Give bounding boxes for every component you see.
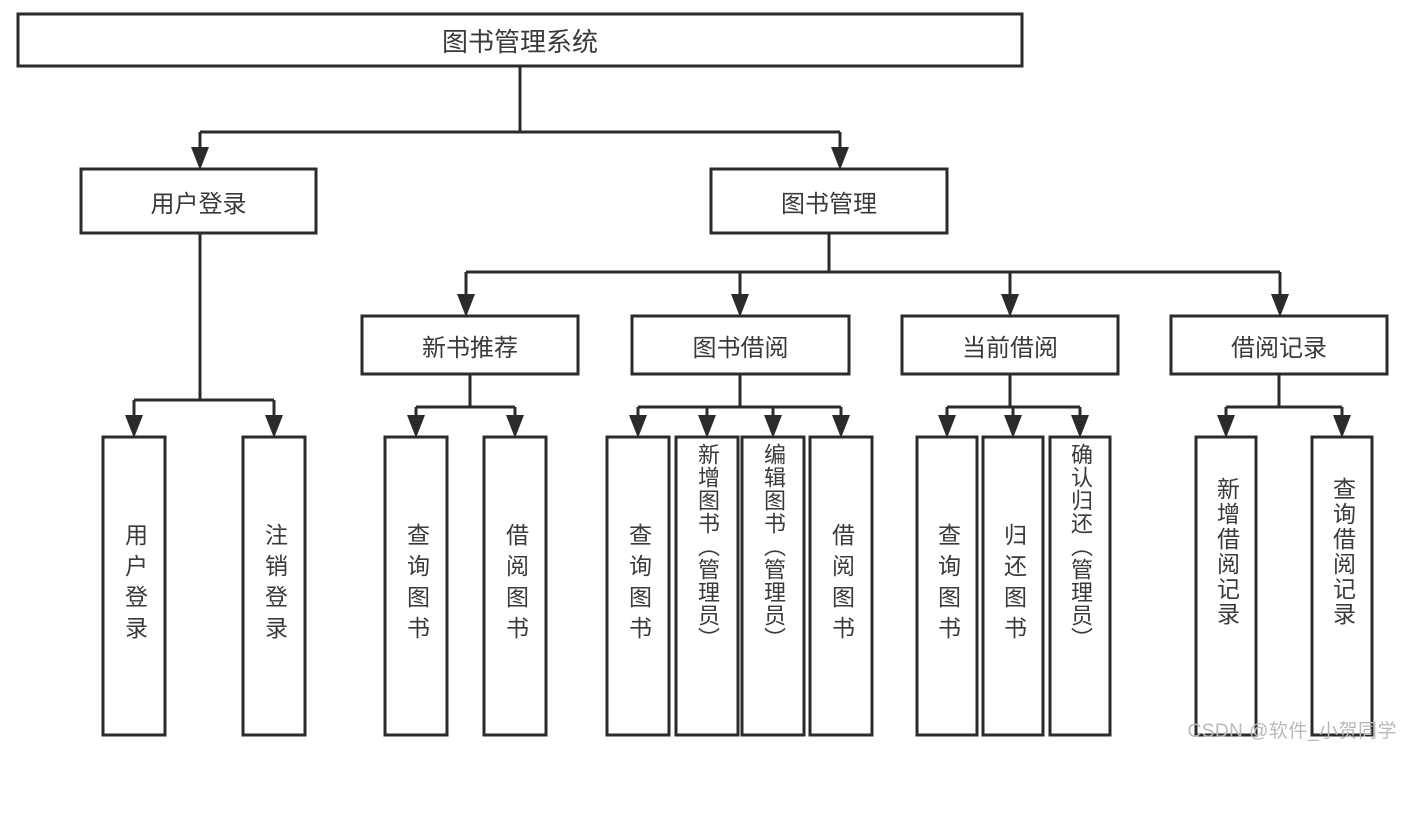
connector-arrow-icon [938, 415, 956, 438]
connector-line [414, 374, 515, 431]
connector-line [464, 233, 1280, 310]
connector-arrow-icon [1004, 415, 1022, 438]
leaf-node-box-查询图书[interactable] [915, 435, 979, 737]
connector-arrow-icon [457, 294, 475, 317]
leaf-node-box-确认归还管理员[interactable] [1048, 435, 1112, 737]
connector-arrow-icon [191, 147, 209, 170]
connector-arrow-icon [764, 415, 782, 438]
leaf-node-box-借阅图书[interactable] [808, 435, 874, 737]
boxes-layer [16, 12, 1389, 737]
leaf-node-box-查询借阅记录[interactable] [1310, 435, 1374, 737]
level3-node-box-图书借阅[interactable] [630, 314, 851, 376]
leaf-node-box-新增图书管理员[interactable] [674, 435, 740, 737]
connector-arrow-icon [407, 415, 425, 438]
level2-node-box-用户登录[interactable] [79, 167, 318, 235]
connector-line [636, 374, 841, 431]
connector-arrow-icon [506, 415, 524, 438]
connector-line [132, 233, 274, 431]
level3-node-box-新书推荐[interactable] [360, 314, 580, 376]
connector-arrow-icon [125, 415, 143, 438]
leaf-node-box-注销登录[interactable] [241, 435, 307, 737]
level3-node-box-当前借阅[interactable] [900, 314, 1120, 376]
watermark-text: CSDN @软件_小贺同学 [1187, 721, 1397, 742]
connector-arrow-icon [698, 415, 716, 438]
leaf-node-box-归还图书[interactable] [981, 435, 1045, 737]
connector-arrow-icon [1333, 415, 1351, 438]
connectors-layer [125, 66, 1351, 438]
connector-arrow-icon [831, 147, 849, 170]
connector-arrow-icon [731, 294, 749, 317]
leaf-node-box-查询图书[interactable] [383, 435, 449, 737]
connector-arrow-icon [265, 415, 283, 438]
leaf-node-box-新增借阅记录[interactable] [1194, 435, 1258, 737]
connector-arrow-icon [832, 415, 850, 438]
level2-node-box-图书管理[interactable] [709, 167, 949, 235]
connector-arrow-icon [1071, 415, 1089, 438]
level3-node-box-借阅记录[interactable] [1169, 314, 1389, 376]
diagram-canvas: 图书管理系统用户登录图书管理新书推荐图书借阅当前借阅借阅记录用户登录注销登录查询… [16, 12, 1397, 742]
connector-line [1224, 374, 1342, 431]
leaf-node-box-编辑图书管理员[interactable] [740, 435, 806, 737]
connector-arrow-icon [629, 415, 647, 438]
leaf-node-box-借阅图书[interactable] [482, 435, 548, 737]
leaf-node-box-查询图书[interactable] [605, 435, 671, 737]
connector-arrow-icon [1217, 415, 1235, 438]
connector-arrow-icon [1271, 294, 1289, 317]
connector-line [198, 66, 840, 163]
connector-arrow-icon [1001, 294, 1019, 317]
leaf-node-box-用户登录[interactable] [101, 435, 167, 737]
tree-diagram-svg [16, 12, 1389, 737]
root-box-图书管理系统[interactable] [16, 12, 1024, 68]
